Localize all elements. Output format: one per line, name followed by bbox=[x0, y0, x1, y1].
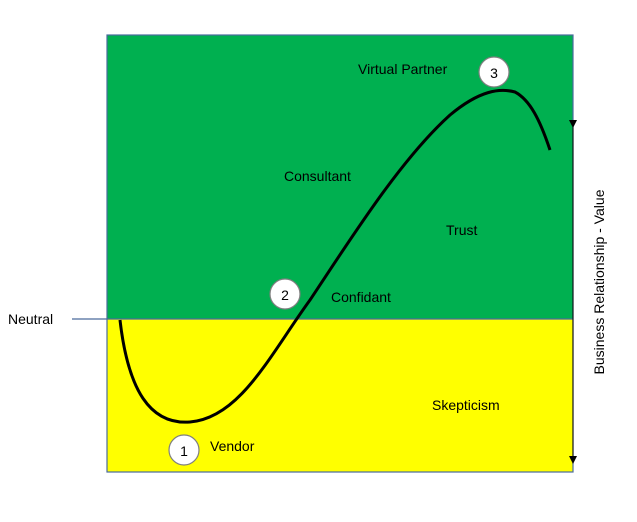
marker-2-circle bbox=[269, 278, 301, 310]
marker-1: 1 bbox=[168, 434, 200, 466]
marker-1-circle bbox=[168, 434, 200, 466]
y-axis-label: Business Relationship - Value bbox=[591, 189, 607, 374]
marker-3: 3 bbox=[478, 56, 510, 88]
confidant-label: Confidant bbox=[331, 289, 391, 305]
marker-3-circle bbox=[478, 56, 510, 88]
neutral-label: Neutral bbox=[8, 311, 53, 327]
marker-2-number: 2 bbox=[281, 287, 289, 303]
marker-2: 2 bbox=[269, 278, 301, 310]
virtual-partner-label: Virtual Partner bbox=[358, 61, 448, 77]
marker-1-number: 1 bbox=[180, 443, 188, 459]
skepticism-label: Skepticism bbox=[432, 397, 500, 413]
marker-3-number: 3 bbox=[490, 65, 498, 81]
relationship-curve bbox=[118, 88, 552, 424]
trust-label: Trust bbox=[446, 222, 477, 238]
consultant-label: Consultant bbox=[284, 168, 351, 184]
vendor-label: Vendor bbox=[210, 438, 255, 454]
